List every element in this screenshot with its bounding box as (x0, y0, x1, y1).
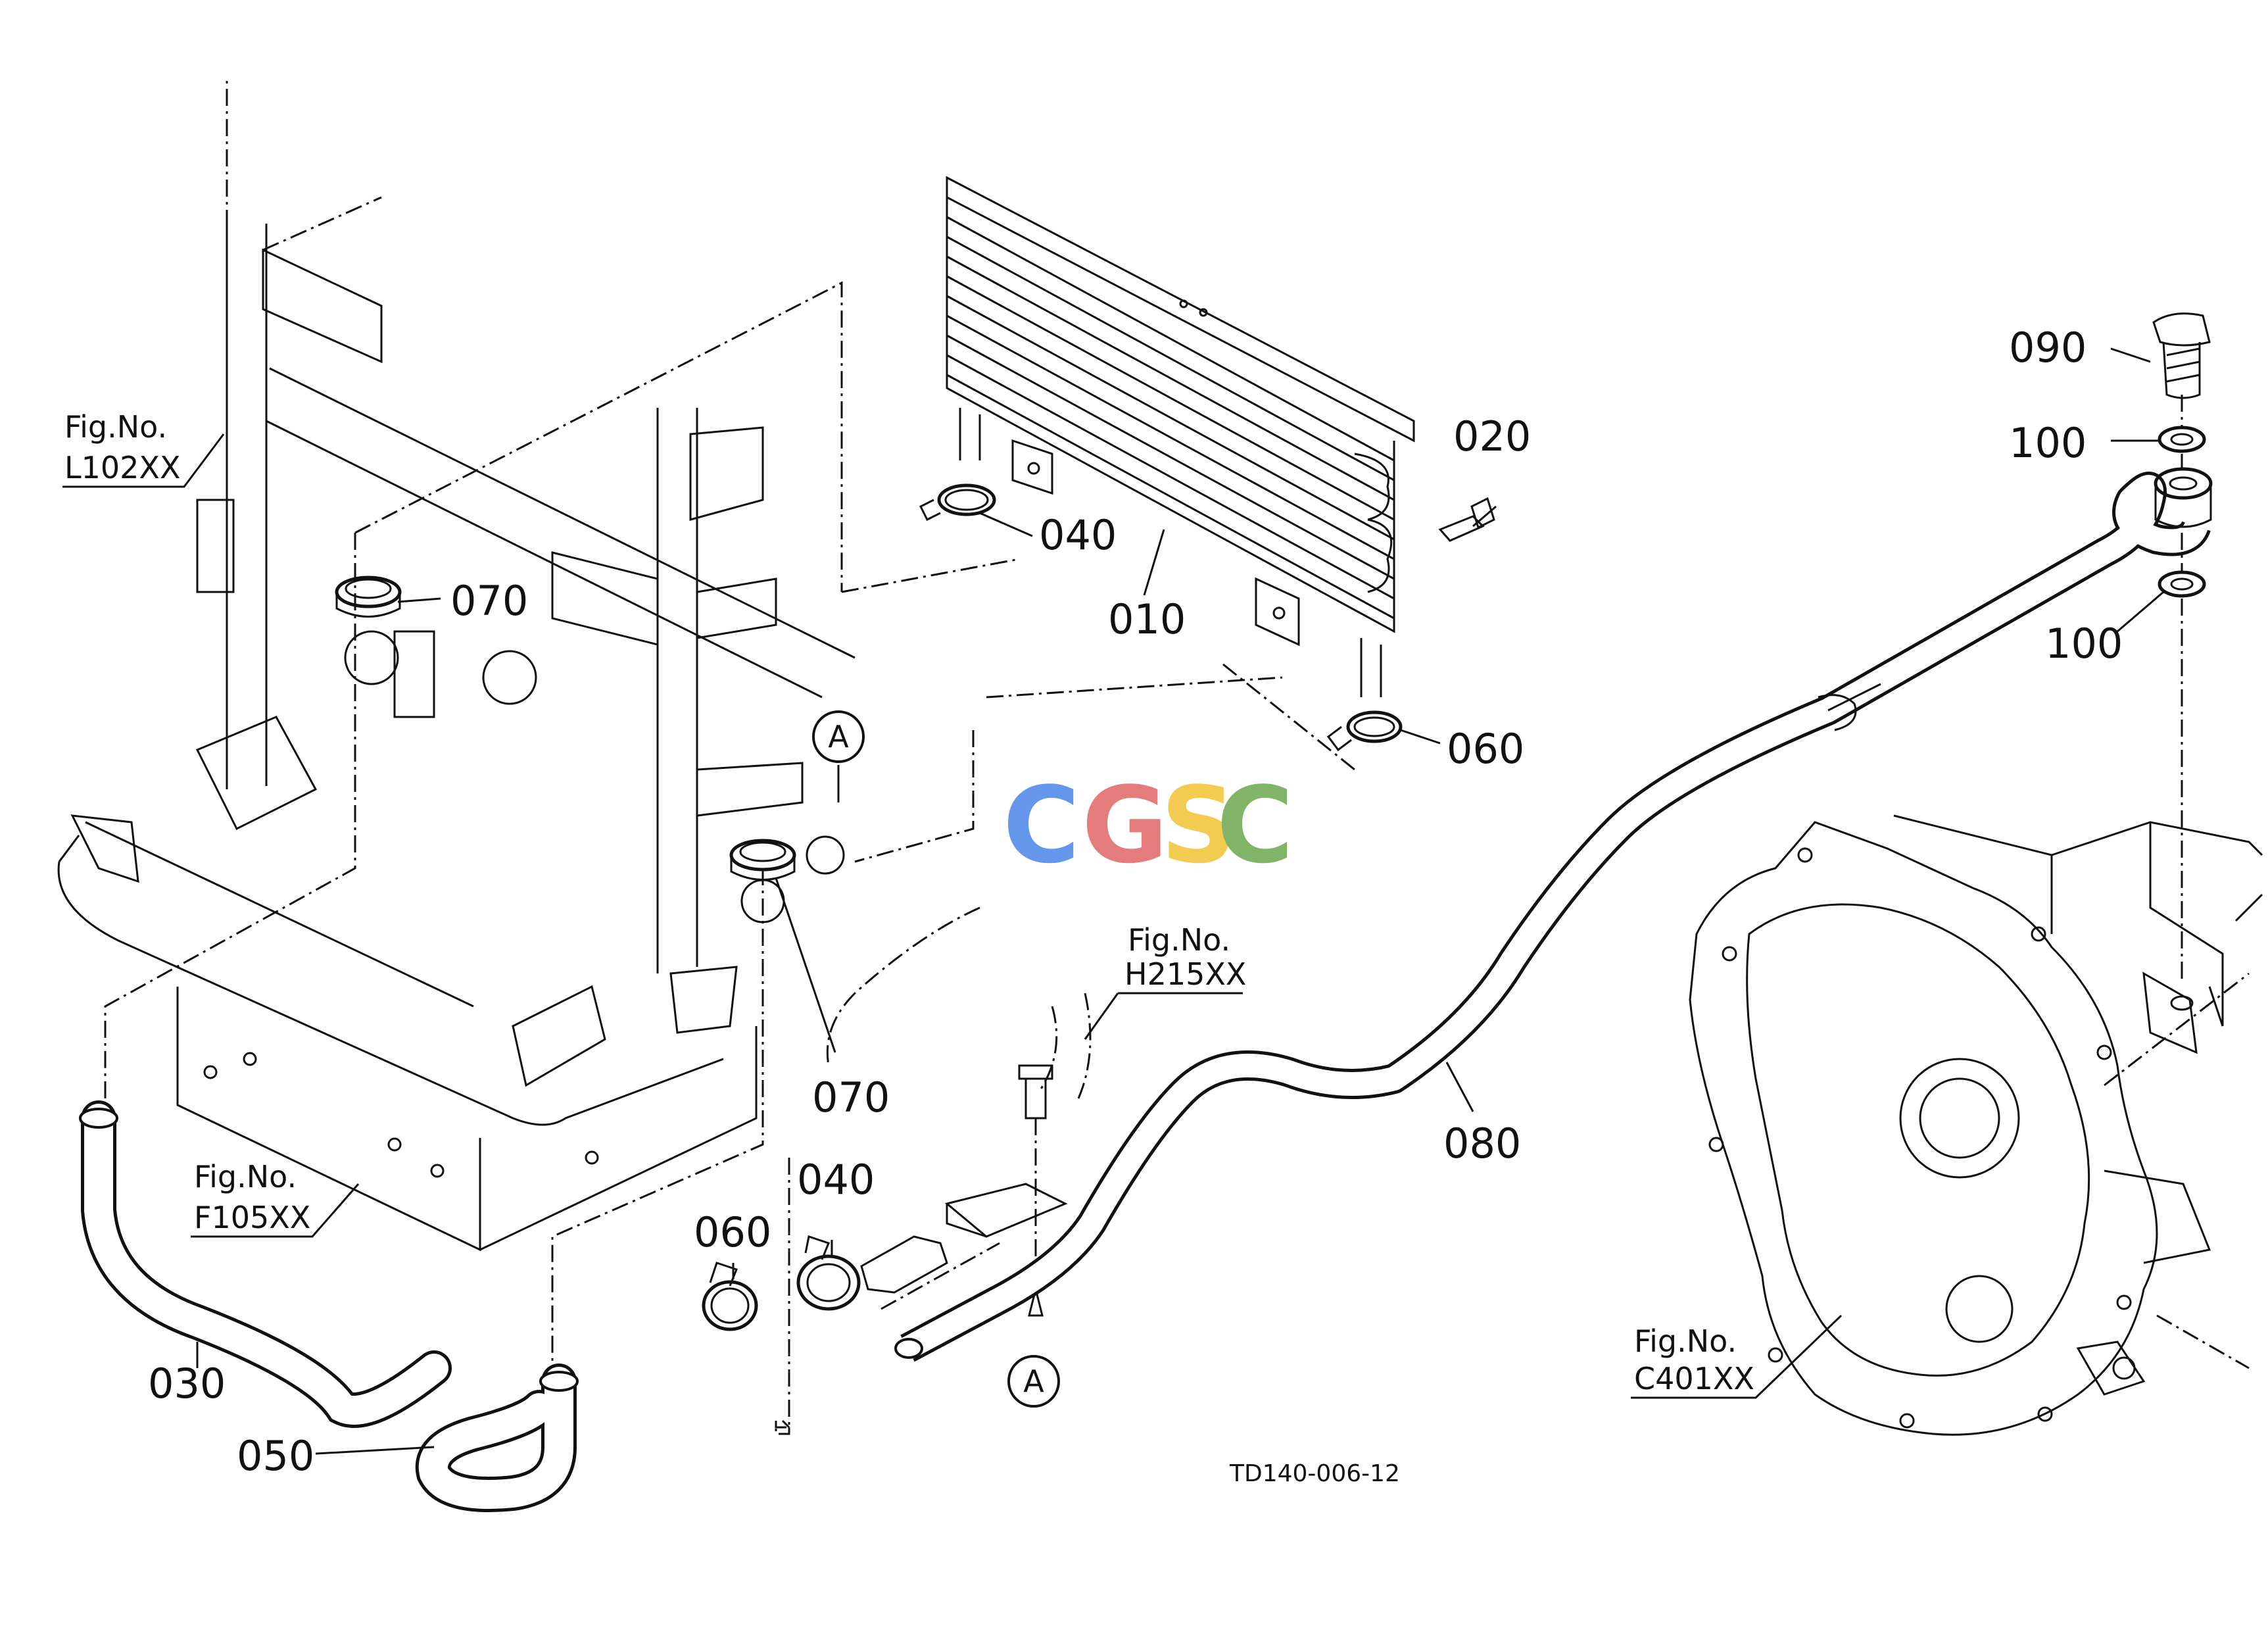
watermark-letter: G (1082, 764, 1168, 887)
callout-070-left: 070 (450, 577, 528, 625)
callout-010: 010 (1108, 595, 1186, 643)
fig-ref-lines (62, 433, 1843, 1399)
callout-040-bottom: 040 (797, 1156, 875, 1204)
pipe-fitting (860, 1183, 1068, 1310)
fig-ref-l102-title: Fig.No. (64, 409, 167, 445)
fig-ref-h215: Fig.No. H215XX (1124, 922, 1246, 992)
callout-030: 030 (148, 1360, 226, 1408)
leader-lines (196, 347, 2164, 1455)
fig-ref-f105-code: F105XX (194, 1200, 310, 1235)
hose-clamp-060-top (1326, 710, 1403, 752)
watermark-letter: S (1161, 764, 1236, 887)
fig-ref-l102: Fig.No. L102XX (64, 409, 180, 485)
view-marker-a-top: A (812, 710, 865, 763)
view-marker-a-top-label: A (828, 719, 849, 754)
hose-050 (415, 1364, 579, 1512)
frame-assembly (57, 79, 1355, 1435)
hose-clamp-040-top (919, 483, 996, 522)
drawing-code: TD140-006-12 (1229, 1460, 1400, 1487)
bolt-020-icon (1438, 497, 1495, 542)
banjo-fitting (2154, 467, 2213, 528)
watermark-letter: C (1217, 764, 1293, 887)
fig-ref-c401: Fig.No. C401XX (1634, 1323, 1754, 1396)
callout-100-bottom: 100 (2045, 620, 2123, 668)
cooler-fins (946, 216, 1395, 620)
watermark-letter: C (1003, 764, 1080, 887)
callout-070-center: 070 (812, 1073, 890, 1121)
fig-ref-f105: Fig.No. F105XX (194, 1159, 310, 1235)
callout-040-top: 040 (1039, 511, 1117, 559)
fig-ref-l102-code: L102XX (64, 450, 180, 485)
transmission-housing (1689, 814, 2263, 1436)
oil-cooler (946, 176, 1415, 697)
callout-090: 090 (2009, 324, 2087, 372)
view-marker-a-bottom: A (1007, 1355, 1060, 1408)
callouts: 010 020 030 040 040 050 060 060 070 070 … (148, 324, 2123, 1480)
watermark-logo: C G S C (1003, 764, 1293, 887)
grommet-070-center (729, 839, 796, 881)
bolt-bracket-icon (1018, 1064, 1053, 1317)
washer-100-top (2158, 426, 2206, 453)
callout-020: 020 (1453, 412, 1531, 460)
fig-ref-c401-title: Fig.No. (1634, 1323, 1737, 1359)
fig-ref-c401-code: C401XX (1634, 1361, 1754, 1396)
hose-clamp-060-bottom (702, 1262, 758, 1331)
view-marker-a-bottom-label: A (1023, 1364, 1044, 1399)
fig-ref-f105-title: Fig.No. (194, 1159, 297, 1194)
banjo-bolt-090 (2152, 312, 2211, 399)
grommet-070-left (335, 576, 402, 618)
callout-050: 050 (237, 1432, 314, 1480)
callout-060-top: 060 (1447, 725, 1524, 773)
callout-080: 080 (1443, 1119, 1521, 1168)
hose-030 (79, 1100, 452, 1428)
pipe-080 (894, 472, 2211, 1362)
fig-ref-h215-title: Fig.No. (1128, 922, 1230, 958)
washer-100-bottom (2158, 570, 2206, 598)
hose-clamp-040-bottom (796, 1235, 861, 1311)
callout-100-top: 100 (2009, 419, 2087, 467)
fig-ref-h215-code: H215XX (1124, 956, 1246, 992)
frame-holes (203, 630, 845, 1178)
callout-060-bottom: 060 (694, 1208, 771, 1256)
